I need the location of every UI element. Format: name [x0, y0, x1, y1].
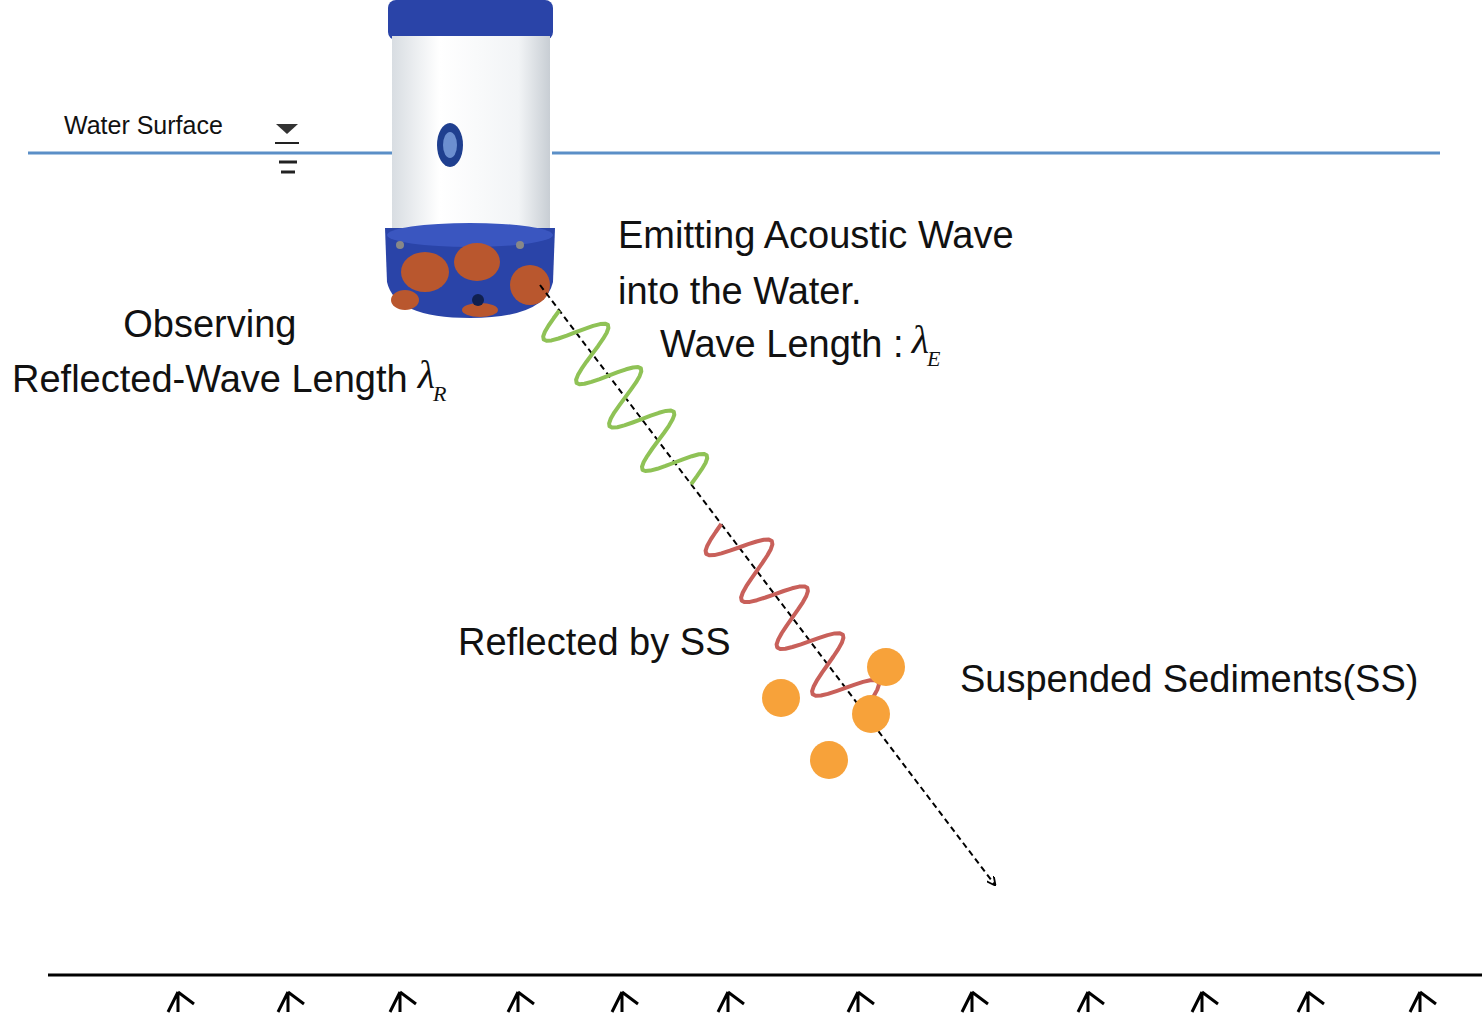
hatch-mark [168, 992, 194, 1012]
reflected-by-label: Reflected by SS [458, 620, 730, 666]
hatch-mark [718, 992, 744, 1012]
hatch-mark [1192, 992, 1218, 1012]
sediment-particles [762, 648, 905, 779]
reflected-wave-label: Reflected-Wave Length [12, 357, 408, 403]
water-symbol [276, 124, 298, 134]
hatch-mark [1298, 992, 1324, 1012]
observing-label: Observing [123, 302, 296, 348]
hatch-mark [612, 992, 638, 1012]
water-symbol [275, 142, 299, 144]
seabed-hatch [168, 992, 1436, 1012]
adcp-device [385, 0, 555, 318]
sediments-label: Suspended Sediments(SS) [960, 657, 1418, 703]
subscript-e: E [927, 346, 940, 372]
water-line [552, 152, 1440, 155]
emitting-label: Emitting Acoustic Wave into the Water. [618, 207, 1058, 319]
seabed-line [48, 974, 1482, 977]
hatch-mark [1078, 992, 1104, 1012]
hatch-mark [278, 992, 304, 1012]
water-symbol [279, 161, 297, 164]
wave-length-label: Wave Length : [660, 322, 904, 368]
hatch-mark [390, 992, 416, 1012]
hatch-mark [508, 992, 534, 1012]
beam-arrow [540, 285, 995, 885]
hatch-mark [848, 992, 874, 1012]
water-line [28, 152, 410, 155]
lambda-symbol: λ [912, 316, 929, 364]
lambda-symbol: λ [418, 351, 435, 399]
subscript-r: R [433, 381, 446, 407]
water-symbol [281, 171, 295, 174]
hatch-mark [962, 992, 988, 1012]
water-surface-label: Water Surface [64, 110, 223, 140]
hatch-mark [1410, 992, 1436, 1012]
